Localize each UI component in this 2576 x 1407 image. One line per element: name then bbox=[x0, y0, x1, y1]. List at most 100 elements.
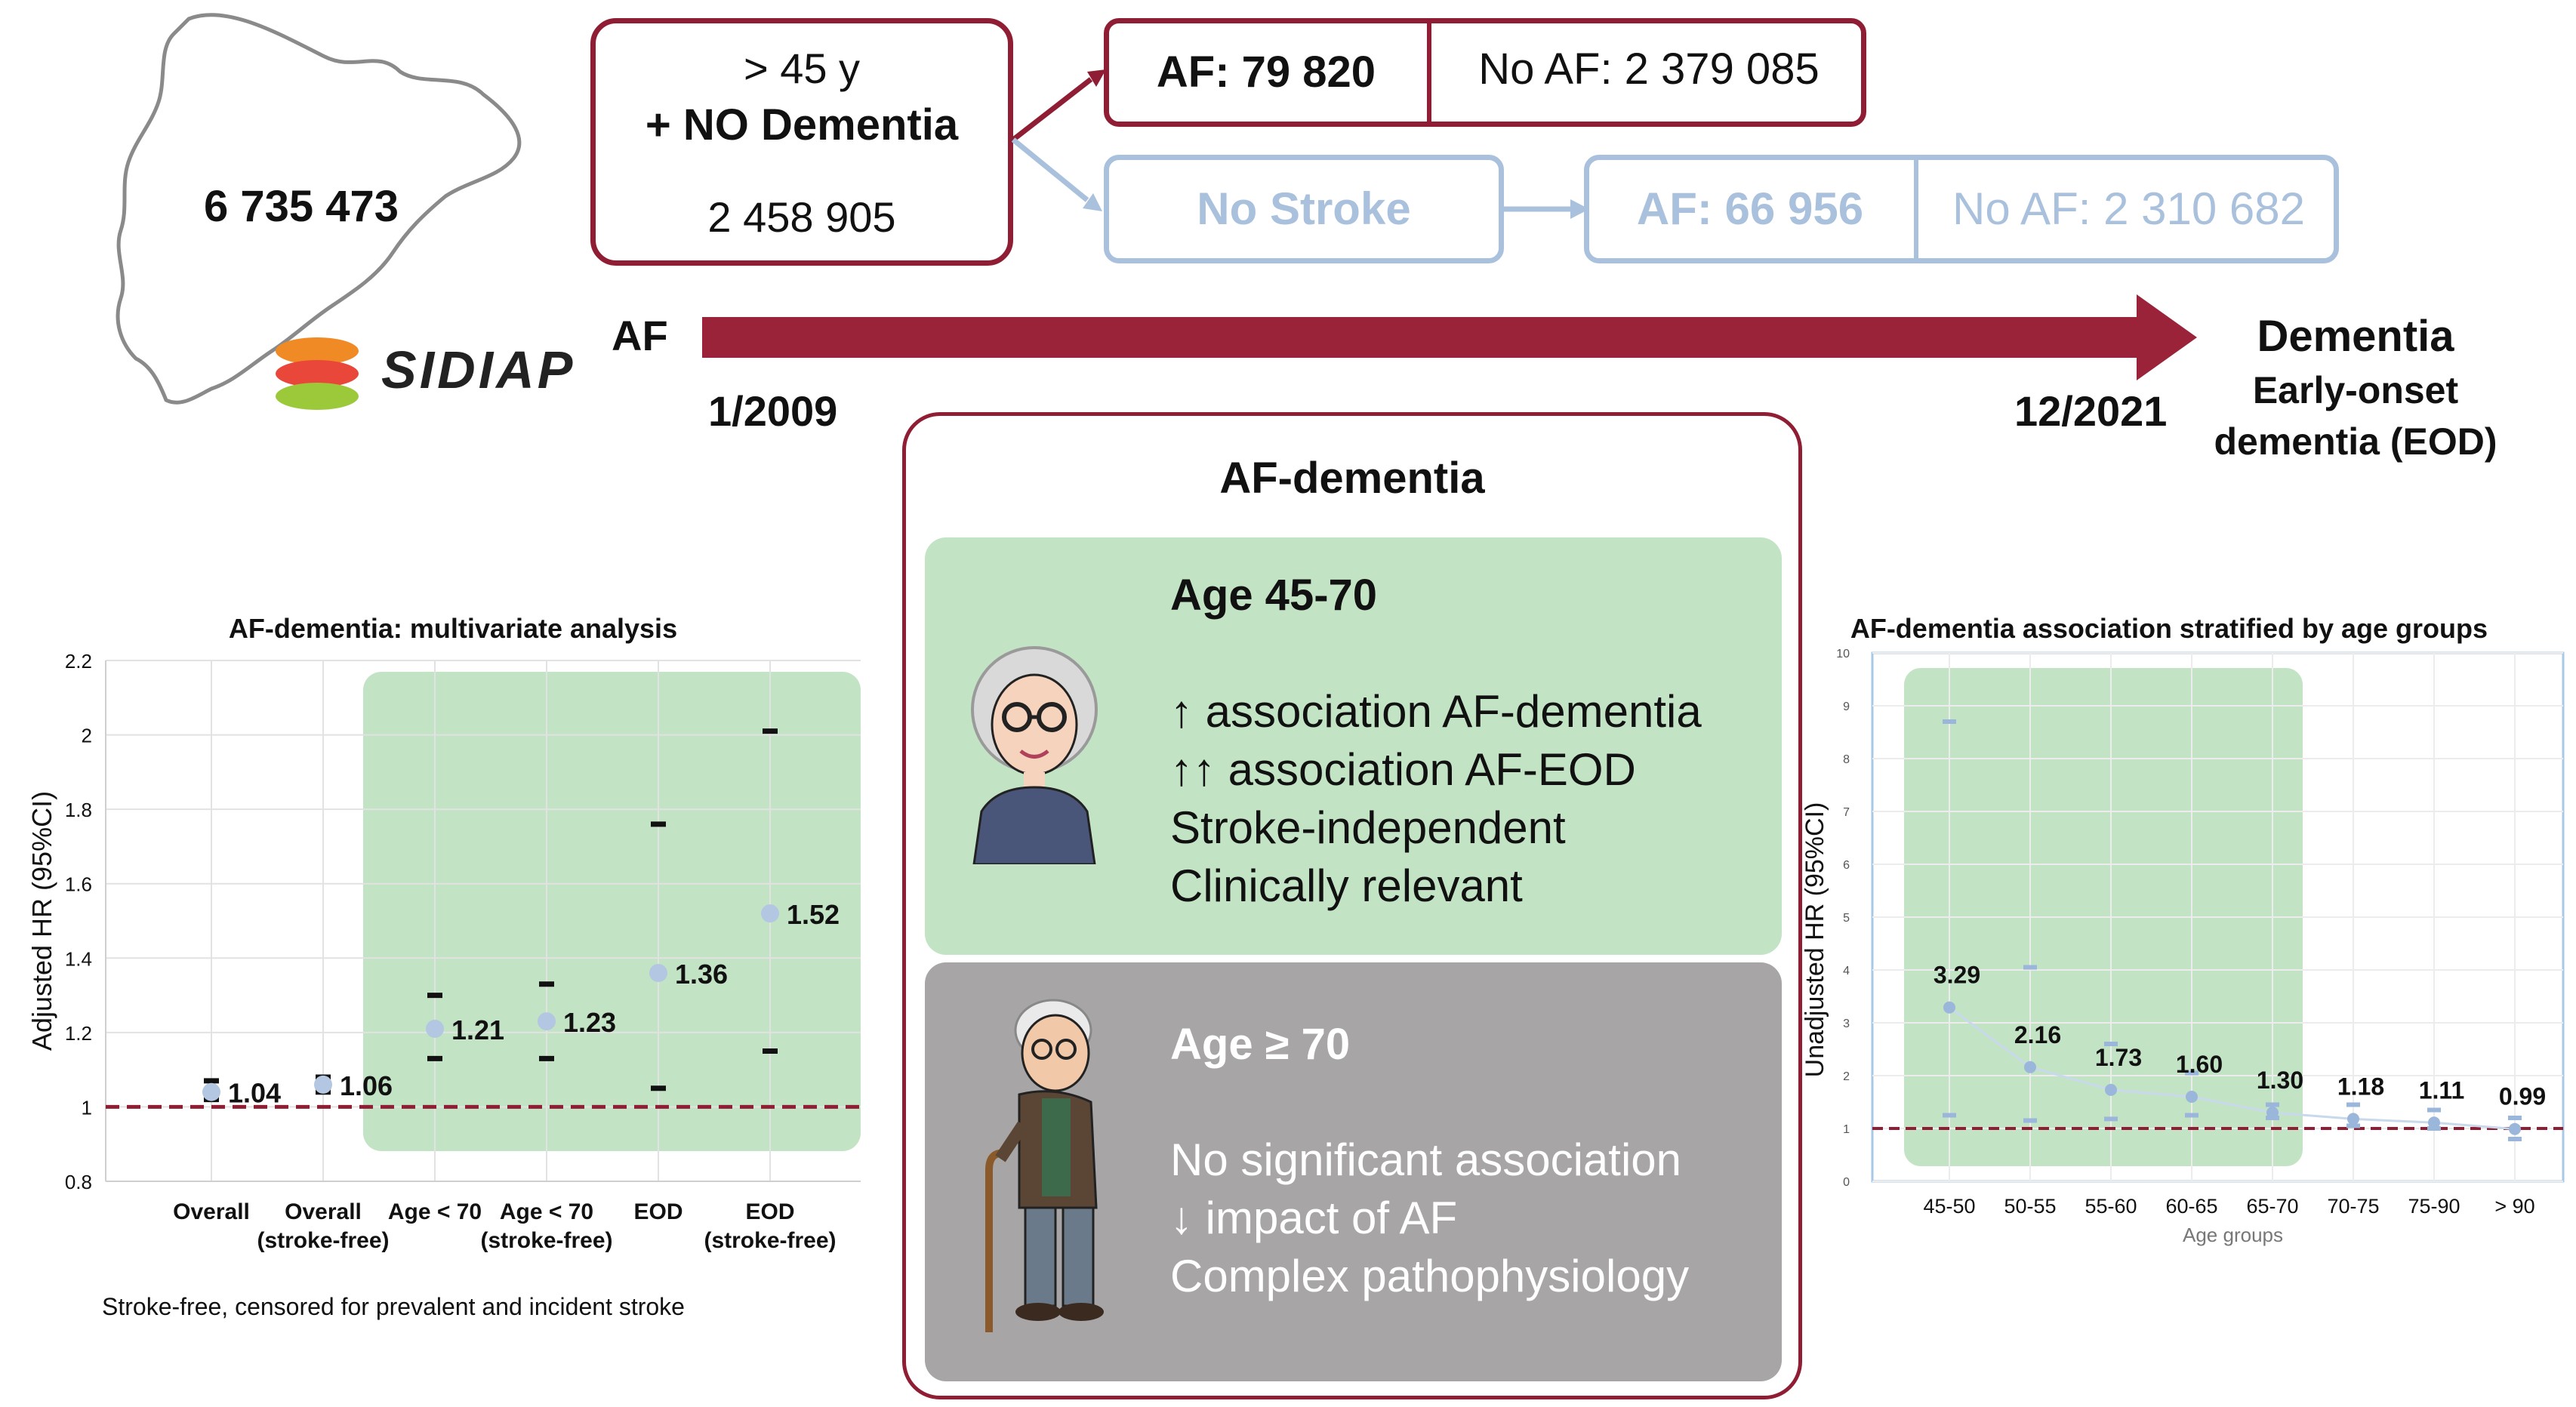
population-count: 6 735 473 bbox=[204, 182, 399, 231]
trend-line bbox=[1949, 1006, 2516, 1131]
y-tick-label: 1 bbox=[82, 1096, 92, 1119]
data-point bbox=[2428, 1116, 2440, 1129]
x-tick-label: Age < 70 bbox=[388, 1199, 482, 1224]
data-point bbox=[649, 964, 667, 982]
x-axis-label: Age groups bbox=[2183, 1224, 2283, 1246]
y-axis-label: Unadjusted HR (95%CI) bbox=[1801, 802, 1829, 1078]
data-point bbox=[2024, 1061, 2036, 1073]
value-label: 1.11 bbox=[2419, 1076, 2465, 1104]
timeline-outcome: Dementia bbox=[2257, 312, 2454, 361]
x-tick-label: Overall bbox=[285, 1199, 362, 1224]
value-label: 1.23 bbox=[563, 1007, 616, 1038]
sidiap-logo-text: SIDIAP bbox=[381, 340, 576, 399]
value-label: 1.52 bbox=[787, 899, 840, 930]
x-tick-label: EOD bbox=[745, 1199, 794, 1224]
y-axis-label: Adjusted HR (95%CI) bbox=[26, 791, 57, 1051]
value-label: 1.06 bbox=[340, 1070, 393, 1101]
data-point bbox=[1943, 1001, 1955, 1014]
young-line-1: ↑ association AF-dementia bbox=[1170, 686, 1702, 737]
stroke-free-af-count: AF: 66 956 bbox=[1636, 183, 1864, 234]
catalonia-map bbox=[116, 13, 522, 405]
young-line-3: Stroke-independent bbox=[1170, 802, 1566, 853]
value-label: 1.36 bbox=[675, 959, 728, 990]
data-point bbox=[314, 1075, 332, 1094]
no-stroke-box bbox=[1104, 155, 1504, 263]
older-man-icon bbox=[985, 999, 1104, 1332]
x-tick-label: EOD bbox=[633, 1199, 683, 1224]
cohort-criterion: + NO Dementia bbox=[645, 100, 959, 149]
x-tick-label-sub: (stroke-free) bbox=[257, 1228, 389, 1253]
data-point bbox=[2186, 1091, 2198, 1103]
y-tick-label: 2 bbox=[82, 725, 92, 747]
old-line-3: Complex pathophysiology bbox=[1170, 1251, 1690, 1301]
older-woman-icon bbox=[971, 646, 1098, 864]
data-point bbox=[2105, 1083, 2117, 1096]
value-label: 1.30 bbox=[2257, 1067, 2303, 1094]
cohort-age: > 45 y bbox=[743, 45, 861, 92]
chart-title: AF-dementia association stratified by ag… bbox=[1850, 613, 2488, 644]
data-point bbox=[2266, 1107, 2279, 1119]
x-tick-label: > 90 bbox=[2494, 1195, 2534, 1218]
young-line-4: Clinically relevant bbox=[1170, 861, 1523, 911]
young-heading: Age 45-70 bbox=[1170, 571, 1378, 620]
x-tick-label-sub: (stroke-free) bbox=[704, 1228, 836, 1253]
no-af-count: No AF: 2 379 085 bbox=[1478, 45, 1820, 94]
value-label: 1.18 bbox=[2337, 1073, 2384, 1100]
data-point bbox=[202, 1082, 220, 1101]
stroke-free-no-af-count: No AF: 2 310 682 bbox=[1952, 183, 2305, 234]
data-point bbox=[426, 1019, 444, 1038]
stroke-split-divider bbox=[1914, 160, 1918, 258]
value-label: 0.99 bbox=[2499, 1083, 2546, 1110]
af-split-box bbox=[1104, 18, 1866, 127]
no-stroke-label: No Stroke bbox=[1197, 183, 1411, 234]
y-tick-label: 0.8 bbox=[65, 1171, 92, 1193]
y-tick-label: 1 bbox=[1843, 1123, 1850, 1136]
value-label: 1.04 bbox=[228, 1078, 281, 1109]
timeline-arrow bbox=[702, 294, 2197, 380]
x-tick-label: 55-60 bbox=[2085, 1195, 2137, 1218]
data-point bbox=[538, 1012, 556, 1031]
y-tick-label: 1.4 bbox=[65, 947, 92, 970]
data-point bbox=[761, 904, 779, 923]
data-point bbox=[2509, 1122, 2521, 1135]
value-label: 1.73 bbox=[2095, 1044, 2142, 1071]
timeline-outcome-sub2: dementia (EOD) bbox=[2214, 420, 2497, 463]
value-label: 2.16 bbox=[2014, 1021, 2061, 1048]
timeline-outcome-sub1: Early-onset bbox=[2252, 369, 2459, 411]
data-point bbox=[2347, 1113, 2359, 1125]
stroke-free-split-box bbox=[1584, 155, 2339, 263]
chart-title: AF-dementia: multivariate analysis bbox=[229, 613, 677, 644]
y-tick-label: 6 bbox=[1843, 859, 1850, 872]
y-tick-label: 2.2 bbox=[65, 650, 92, 673]
x-tick-label: Overall bbox=[173, 1199, 250, 1224]
y-tick-label: 5 bbox=[1843, 912, 1850, 925]
flow-arrows bbox=[1011, 69, 1589, 219]
sidiap-logo-icon bbox=[276, 337, 359, 410]
timeline-exposure: AF bbox=[612, 312, 668, 359]
y-tick-label: 2 bbox=[1843, 1070, 1850, 1083]
y-tick-label: 1.6 bbox=[65, 873, 92, 896]
y-tick-label: 3 bbox=[1843, 1018, 1850, 1030]
chart-footnote: Stroke-free, censored for prevalent and … bbox=[102, 1293, 685, 1320]
y-tick-label: 0 bbox=[1843, 1176, 1850, 1189]
old-line-1: No significant association bbox=[1170, 1135, 1682, 1185]
x-tick-label: 65-70 bbox=[2246, 1195, 2298, 1218]
young-line-2: ↑↑ association AF-EOD bbox=[1170, 744, 1636, 795]
x-tick-label-sub: (stroke-free) bbox=[480, 1228, 612, 1253]
x-tick-label: Age < 70 bbox=[500, 1199, 593, 1224]
x-tick-label: 70-75 bbox=[2327, 1195, 2379, 1218]
y-tick-label: 9 bbox=[1843, 700, 1850, 713]
y-tick-label: 4 bbox=[1843, 965, 1850, 978]
old-line-2: ↓ impact of AF bbox=[1170, 1193, 1458, 1243]
multivariate-chart: AF-dementia: multivariate analysis 0.8 1 1.… bbox=[26, 613, 861, 1320]
age-stratified-chart: AF-dementia association stratified by ag… bbox=[1801, 613, 2565, 1246]
highlight-region bbox=[363, 672, 861, 1151]
x-tick-label: 75-90 bbox=[2408, 1195, 2460, 1218]
y-tick-label: 1.2 bbox=[65, 1022, 92, 1045]
timeline-start: 1/2009 bbox=[708, 387, 838, 435]
x-tick-label: 45-50 bbox=[1923, 1195, 1975, 1218]
x-tick-label: 60-65 bbox=[2165, 1195, 2217, 1218]
y-tick-label: 10 bbox=[1836, 648, 1850, 660]
value-label: 1.60 bbox=[2176, 1051, 2223, 1078]
old-heading: Age ≥ 70 bbox=[1170, 1020, 1351, 1069]
